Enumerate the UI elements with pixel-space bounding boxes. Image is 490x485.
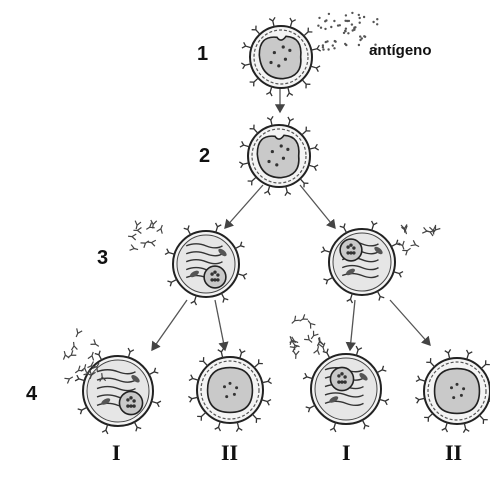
memory-cell-label-right: II (445, 440, 462, 465)
antibody (91, 339, 101, 348)
antibody (66, 350, 76, 360)
step-2-label: 2 (199, 145, 210, 167)
plasma-cell-right-step-4 (303, 346, 389, 432)
step-4-label: 4 (26, 383, 38, 405)
antigen-particle (325, 41, 327, 43)
antibody (306, 319, 316, 329)
antigen-particle (332, 44, 334, 46)
antigen-particle (347, 32, 349, 34)
antigen-particle (359, 22, 361, 24)
antigen-particle (337, 24, 339, 26)
antigen-particle (317, 25, 319, 27)
antibody (402, 246, 412, 256)
antigen-particle (358, 14, 360, 16)
antibody (61, 350, 69, 359)
antigen-particle (376, 18, 378, 20)
memory-cell-label-left: II (221, 440, 238, 465)
antigen-particle (345, 28, 347, 30)
antibody (88, 351, 96, 360)
antigen-particle (345, 44, 347, 46)
antibody (287, 335, 295, 345)
cell-nucleus (204, 266, 226, 288)
antibody (141, 238, 151, 247)
antibody (411, 240, 421, 249)
plasma-cell-label-left: I (112, 440, 121, 465)
antigen-particle (351, 12, 353, 14)
antigen-particle (372, 21, 374, 23)
antibody (128, 233, 137, 240)
antigen-particle (358, 44, 360, 46)
antibody (147, 239, 156, 246)
arrow-3-right-to-4-a (350, 300, 355, 350)
antibody (293, 351, 299, 359)
antibody (73, 328, 82, 338)
antibody (317, 337, 324, 346)
antibody (157, 224, 165, 234)
b-lymphocyte-step-1 (241, 17, 320, 96)
antigen-particle (325, 19, 327, 21)
antibody (309, 331, 319, 341)
arrow-2-to-3-left (225, 185, 263, 228)
step-1-label: 1 (197, 43, 208, 65)
antibody (64, 374, 74, 383)
plasma-cell-label-right: I (342, 440, 351, 465)
antigen-particle (343, 32, 345, 34)
antigen-particle (330, 26, 332, 28)
antigen-particle (328, 13, 330, 15)
antibody (81, 363, 89, 372)
arrow-3-left-to-4-b (215, 300, 225, 350)
cell-nucleus (340, 239, 362, 261)
step-3-label: 3 (97, 247, 108, 269)
antibody (398, 241, 406, 251)
activated-cell-right-step-3 (321, 221, 403, 303)
antigen-particle (363, 16, 365, 18)
antigen-particle (322, 46, 324, 48)
antigen-particle (318, 17, 320, 19)
antibody (130, 245, 139, 253)
cell-nucleus (119, 391, 142, 414)
cell-nucleus (330, 367, 353, 390)
arrow-2-to-3-right (300, 185, 335, 228)
antigen-particle (346, 20, 348, 22)
antibody (290, 316, 300, 326)
antigen-particle (344, 30, 346, 32)
antigen-particle (320, 27, 322, 29)
antigen-particle (359, 17, 361, 19)
activated-cell-left-step-3 (165, 223, 247, 305)
antigen-particle (351, 23, 353, 25)
antigen-particle (376, 23, 378, 25)
arrow-3-right-to-4-b (390, 300, 430, 345)
antigen-particle (363, 35, 365, 37)
memory-cell-right-step-4 (415, 349, 490, 432)
antigen-particle (324, 28, 326, 30)
memory-cell-left-step-4 (188, 348, 271, 431)
plasma-cell-left-step-4 (75, 348, 161, 434)
arrow-3-left-to-4-a (152, 300, 187, 350)
antibody (298, 314, 308, 323)
antigen-particle (327, 48, 329, 50)
antibody (133, 227, 141, 233)
antigen-particle (361, 37, 363, 39)
antigen-particle (353, 29, 355, 31)
antigen-particle (333, 20, 335, 22)
antigen-particle (322, 48, 324, 50)
antigen-particle (333, 47, 335, 49)
antigen-particle (334, 40, 336, 42)
antigen-label: antígeno (369, 42, 432, 59)
antibody (71, 342, 78, 351)
b-lymphocyte-step-2 (239, 116, 318, 195)
antigen-particle (359, 35, 361, 37)
antibody (314, 345, 322, 354)
antigen-particle (345, 14, 347, 16)
